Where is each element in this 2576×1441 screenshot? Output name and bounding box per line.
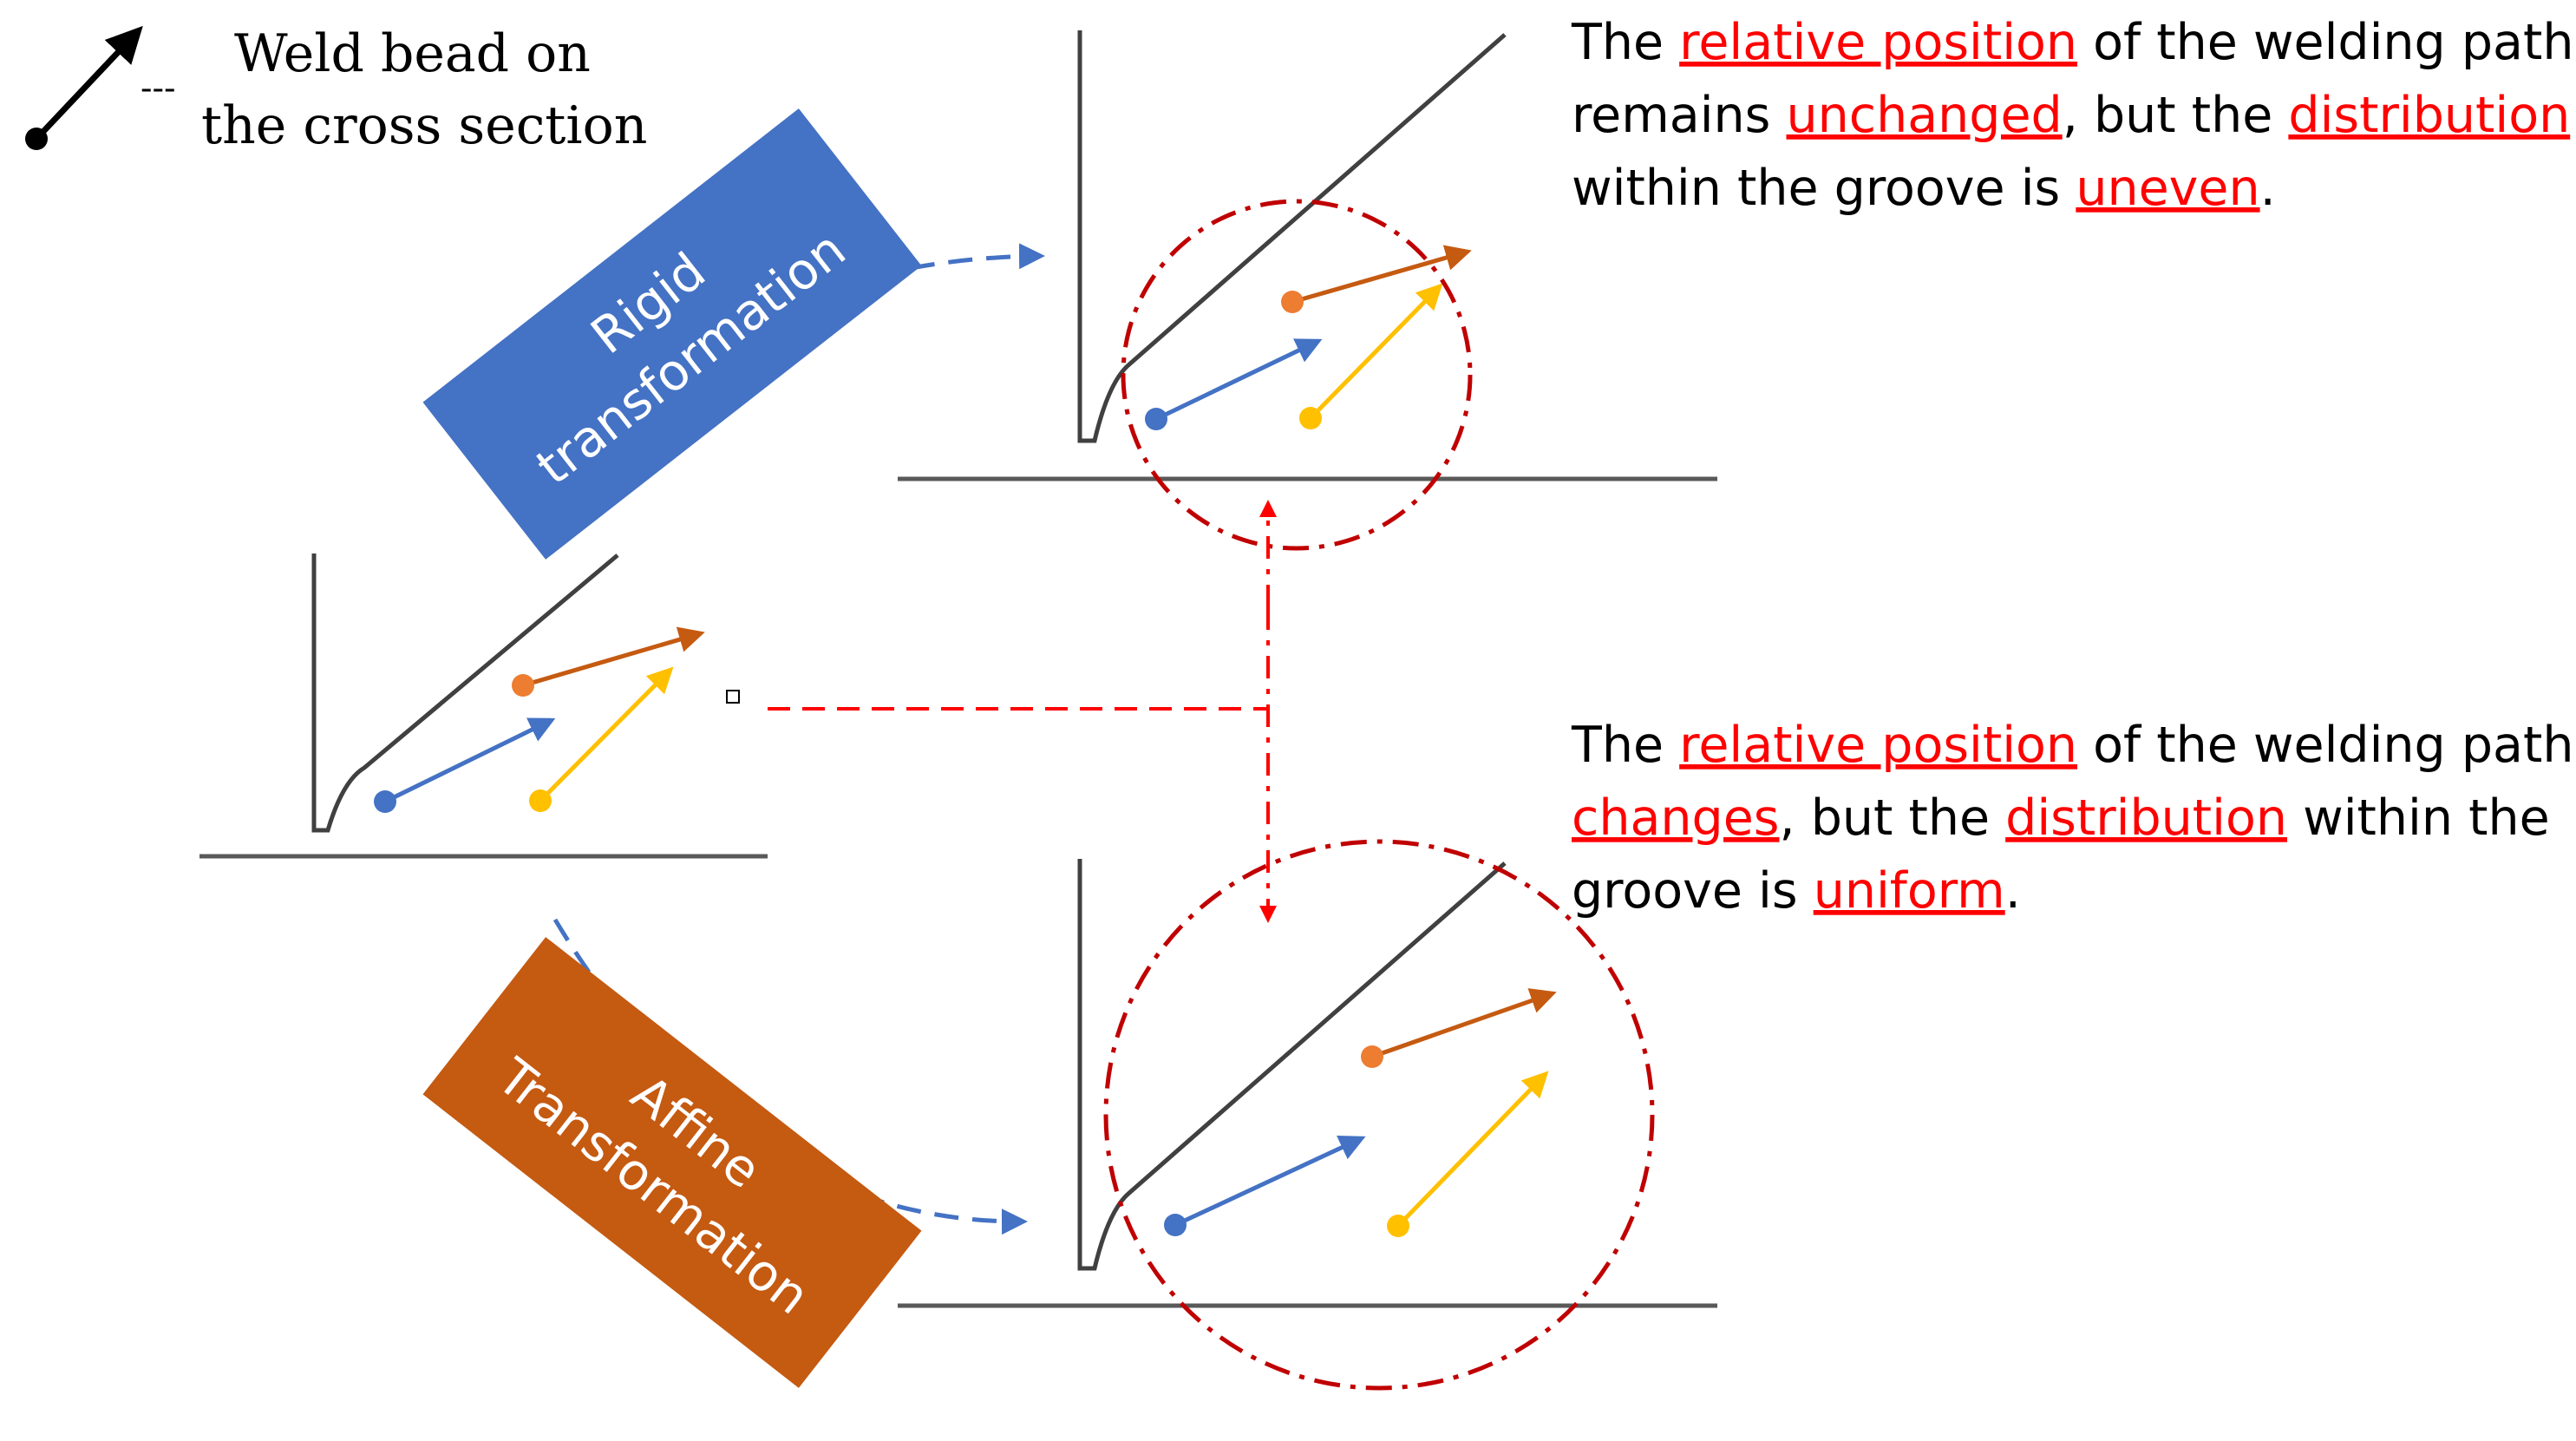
legend-separator: ---: [141, 69, 176, 108]
orange-bead-arrow: [1371, 988, 1557, 1059]
highlight-circle: [1121, 199, 1473, 551]
original-cross-section: [199, 553, 768, 859]
highlight-circle: [1103, 839, 1655, 1391]
top-desc-line-3: within the groove is uneven.: [1572, 160, 2276, 217]
orange-bead-dot: [512, 674, 534, 697]
orange-bead-arrow: [1291, 245, 1472, 305]
bottom-desc-line-3: groove is uniform.: [1572, 862, 2021, 920]
affine-result-cross-section: [898, 839, 1717, 1391]
yellow-bead-arrow: [1309, 283, 1443, 420]
rigid-transformation-banner: Rigid transformation: [422, 108, 922, 560]
groove-profile: [1077, 30, 1507, 443]
orange-bead-dot: [1281, 291, 1304, 313]
legend: --- Weld bead on the cross section: [25, 23, 647, 156]
legend-line-2: the cross section: [201, 95, 647, 156]
bottom-description: The relative position of the welding pat…: [1571, 717, 2573, 920]
top-description: The relative position of the welding pat…: [1571, 14, 2573, 217]
groove-profile: [311, 553, 619, 833]
rigid-result-cross-section: [898, 30, 1717, 551]
yellow-bead-arrow: [539, 666, 674, 802]
legend-line-1: Weld bead on: [234, 23, 591, 84]
blue-bead-dot: [374, 790, 396, 813]
blue-bead-dot: [1164, 1214, 1187, 1236]
yellow-bead-dot: [1299, 407, 1322, 429]
blue-bead-dot: [1145, 408, 1167, 430]
groove-profile: [1077, 859, 1507, 1271]
bottom-desc-line-2: changes, but the distribution within the: [1572, 789, 2550, 847]
legend-start-dot: [25, 128, 48, 150]
orange-bead-arrow: [522, 626, 705, 688]
top-desc-line-2: remains unchanged, but the distribution: [1572, 87, 2570, 144]
blue-bead-arrow: [383, 717, 556, 804]
blue-bead-arrow: [1174, 1135, 1366, 1228]
yellow-bead-arrow: [1396, 1071, 1549, 1228]
yellow-bead-dot: [529, 789, 552, 812]
yellow-bead-dot: [1387, 1215, 1409, 1237]
orange-bead-dot: [1361, 1045, 1383, 1068]
top-desc-line-1: The relative position of the welding pat…: [1571, 14, 2573, 71]
bottom-desc-line-1: The relative position of the welding pat…: [1571, 717, 2573, 774]
legend-arrow-icon: [34, 25, 143, 141]
affine-transformation-banner: Affine Transformation: [422, 937, 922, 1388]
reference-marker: [726, 690, 740, 704]
blue-bead-arrow: [1154, 338, 1323, 422]
